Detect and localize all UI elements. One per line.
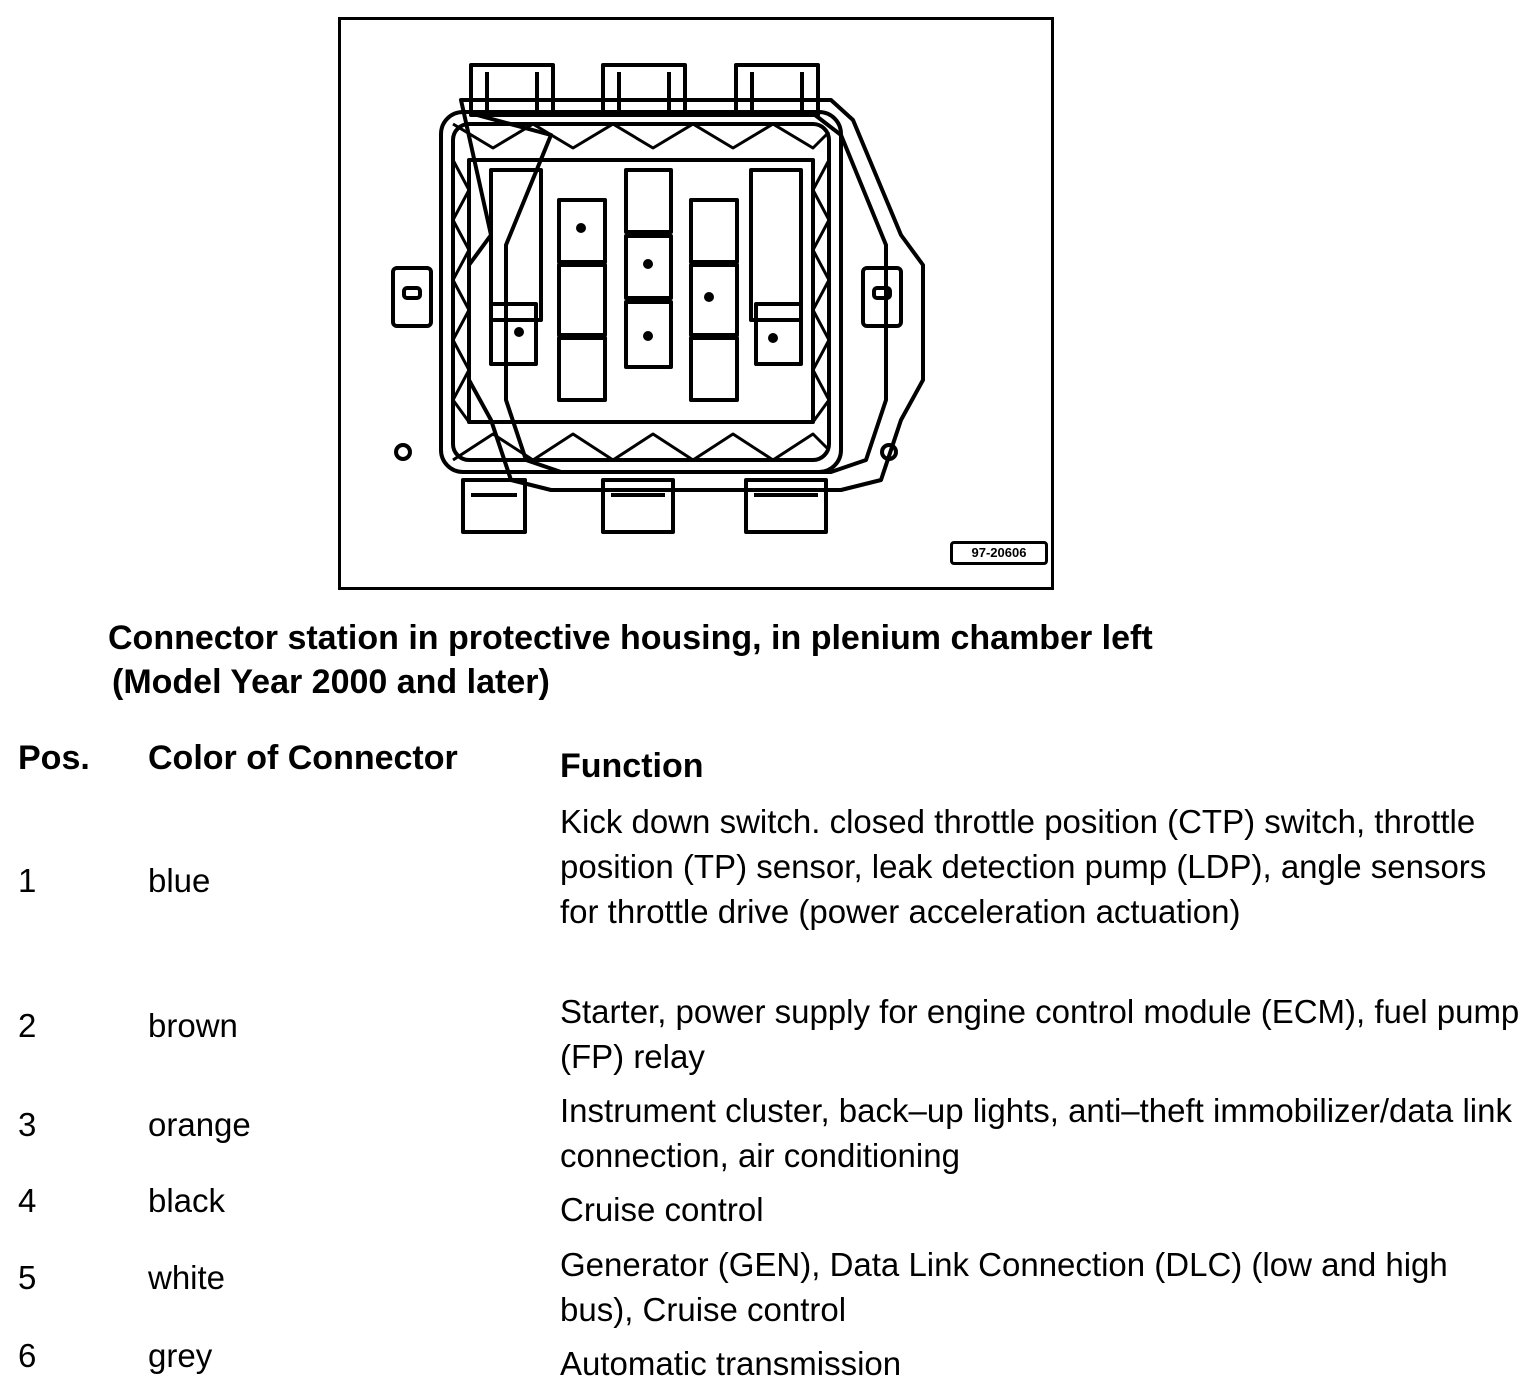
caption-line-1: Connector station in protective housing,… [108, 619, 1153, 657]
header-pos: Pos. [18, 739, 90, 777]
row-2-color: brown [148, 1007, 238, 1044]
connector-housing-drawing [391, 63, 925, 534]
row-1-function: Kick down switch. closed throttle positi… [560, 803, 1487, 930]
row-5-pos: 5 [18, 1259, 37, 1296]
row-2-pos: 2 [18, 1007, 37, 1044]
row-4-pos: 4 [18, 1182, 37, 1219]
row-4-function: Cruise control [560, 1191, 764, 1228]
row-3-function: Instrument cluster, back–up lights, anti… [560, 1092, 1512, 1174]
relay-modules [489, 168, 803, 402]
top-tabs [469, 63, 820, 117]
row-6-function: Automatic transmission [560, 1345, 902, 1382]
inner-frame [439, 110, 843, 474]
caption-line-2: (Model Year 2000 and later) [112, 663, 550, 701]
header-function: Function [560, 747, 704, 785]
row-5-color: white [148, 1259, 226, 1296]
connector-station-figure: 97-20606 [338, 17, 1054, 590]
row-3-pos: 3 [18, 1106, 37, 1143]
figure-id-label: 97-20606 [950, 541, 1048, 565]
row-1-pos: 1 [18, 862, 37, 899]
row-5-function: Generator (GEN), Data Link Connection (D… [560, 1246, 1448, 1328]
row-6-pos: 6 [18, 1337, 37, 1374]
row-4-color: black [148, 1182, 226, 1219]
row-6-color: grey [148, 1337, 213, 1374]
row-2-function: Starter, power supply for engine control… [560, 993, 1520, 1075]
row-1-color: blue [148, 862, 211, 899]
figure-caption: Connector station in protective housing,… [108, 616, 1153, 704]
row-3-color: orange [148, 1106, 251, 1143]
bottom-tabs [461, 478, 828, 534]
header-color: Color of Connector [148, 739, 458, 777]
